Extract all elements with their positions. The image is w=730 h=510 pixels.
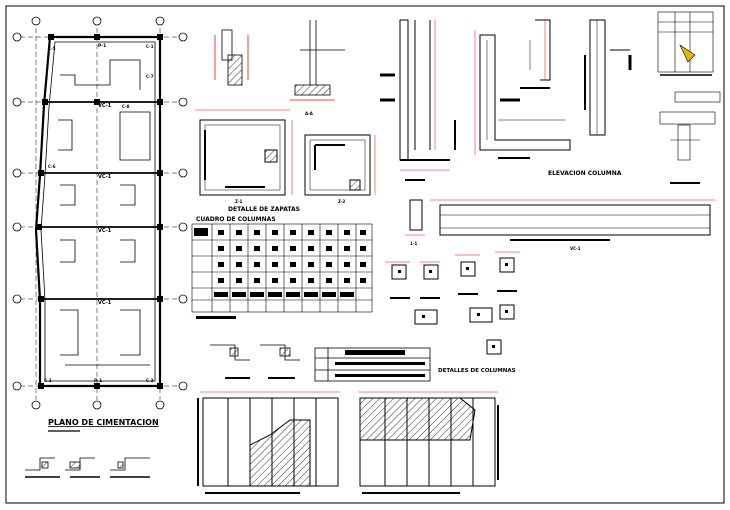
- small-sections: [210, 344, 431, 382]
- column-details-title: DETALLES DE COLUMNAS: [438, 368, 516, 374]
- beam-tag: VC-1: [570, 246, 581, 251]
- beam-tag-4: VC-1: [98, 300, 112, 306]
- plan-bottom-tag: P-1: [94, 378, 102, 384]
- column-tag-c3: C-3: [146, 378, 154, 383]
- small-legend-bars: [335, 350, 425, 377]
- beam-tag-2: VC-1: [98, 174, 112, 180]
- footing-z1-tag: Z-1: [235, 199, 242, 204]
- sheet-border: [5, 5, 725, 504]
- column-tag-c7: C-7: [146, 74, 154, 79]
- beam-section-tag: 1-1: [410, 241, 417, 246]
- schedule-title: CUADRO DE COLUMNAS: [196, 216, 276, 223]
- plan-top-tag: P-1: [98, 43, 106, 49]
- section-tag-aa: A-A: [305, 111, 314, 116]
- beam-tag-3: VC-1: [98, 228, 112, 234]
- footing-z2: [304, 134, 376, 196]
- column-tag-c5: C-5: [48, 46, 56, 51]
- footings-title: DETALLE DE ZAPATAS: [228, 206, 300, 213]
- column-schedule-table: [191, 223, 373, 313]
- column-tag-c2: C-2: [44, 378, 52, 383]
- slab-plan-right: [358, 391, 499, 494]
- column-schedule-cells: [194, 228, 366, 319]
- foundation-plan: VC-1 VC-1 VC-1 VC-1 P-1 P-1 C-5 C-1 C-7 …: [12, 16, 188, 478]
- notes-table: [657, 11, 721, 184]
- footing-z1: [195, 109, 293, 196]
- column-details: [385, 251, 520, 355]
- footing-z2-tag: Z-2: [338, 199, 345, 204]
- elevation-title: ELEVACION COLUMNA: [548, 170, 622, 177]
- column-tag-c6: C-6: [48, 164, 56, 169]
- column-elevation-3: [520, 19, 632, 136]
- slab-plan-left: [197, 391, 340, 494]
- beam-elevation: [405, 199, 715, 241]
- footing-section-details: [214, 20, 345, 101]
- column-elevation-2: [474, 30, 571, 159]
- column-tag-c8: C-8: [122, 104, 130, 109]
- column-detail-bars: [390, 263, 517, 348]
- plan-title: PLANO DE CIMENTACION: [48, 418, 159, 427]
- column-tag-c1: C-1: [146, 44, 154, 49]
- beam-tag-1: VC-1: [98, 103, 112, 109]
- column-elevation-1: [380, 19, 456, 181]
